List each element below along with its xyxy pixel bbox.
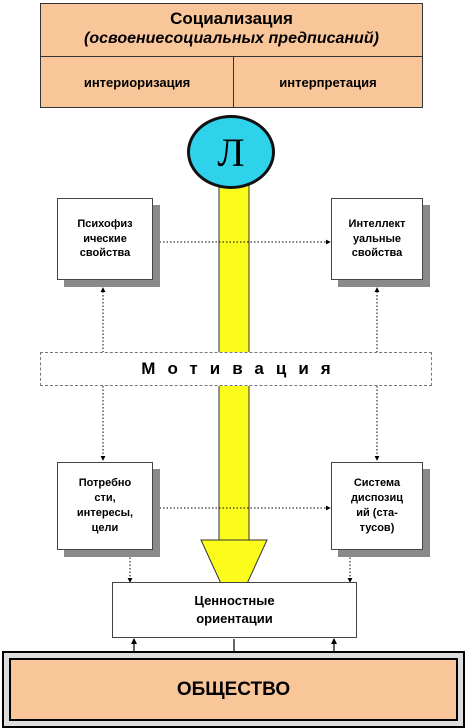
interpretation-cell: интерпретация (279, 74, 377, 90)
society-box: ОБЩЕСТВО (2, 651, 465, 728)
socialization-subtitle: (освоениесоциальных предписаний) (84, 30, 379, 47)
internalization-cell: интериоризация (41, 56, 234, 108)
motivation-band: Мотивация (40, 352, 432, 386)
values-line-1: Ценностные (194, 592, 275, 608)
intellectual-line-3: свойства (351, 247, 403, 260)
dispositions-line-2: диспозиц (350, 492, 404, 505)
yellow-arrow-head (200, 539, 268, 614)
socialization-box: Социализация (освоениесоциальных предпис… (40, 3, 423, 108)
dispositions-line-4: тусов) (359, 521, 395, 534)
needs-line-3: интересы, (76, 507, 134, 519)
psychophysical-line-1: Психофиз (77, 217, 133, 230)
socialization-title: Социализация (170, 9, 293, 28)
motivation-label: Мотивация (129, 359, 343, 379)
dispositions-box: Система диспозиц ий (ста- тусов) (331, 462, 423, 550)
dispositions-line-3: ий (ста- (356, 507, 398, 519)
society-label: ОБЩЕСТВО (9, 658, 458, 721)
socialization-header: Социализация (освоениесоциальных предпис… (41, 4, 422, 57)
values-box: Ценностные ориентации (112, 582, 357, 638)
values-line-2: ориентации (196, 611, 273, 626)
psychophysical-line-3: свойства (79, 247, 131, 260)
intellectual-line-1: Интеллект (348, 217, 406, 230)
needs-line-4: цели (91, 521, 119, 534)
psychophysical-box: Психофиз ические свойства (57, 198, 153, 280)
needs-line-2: сти, (94, 492, 116, 505)
needs-box: Потребно сти, интересы, цели (57, 462, 153, 550)
psychophysical-line-2: ические (83, 232, 127, 245)
intellectual-line-2: уальные (353, 232, 401, 245)
dispositions-line-1: Система (353, 477, 401, 490)
personality-circle: Л (187, 115, 275, 189)
intellectual-box: Интеллект уальные свойства (331, 198, 423, 280)
needs-line-1: Потребно (78, 477, 132, 490)
